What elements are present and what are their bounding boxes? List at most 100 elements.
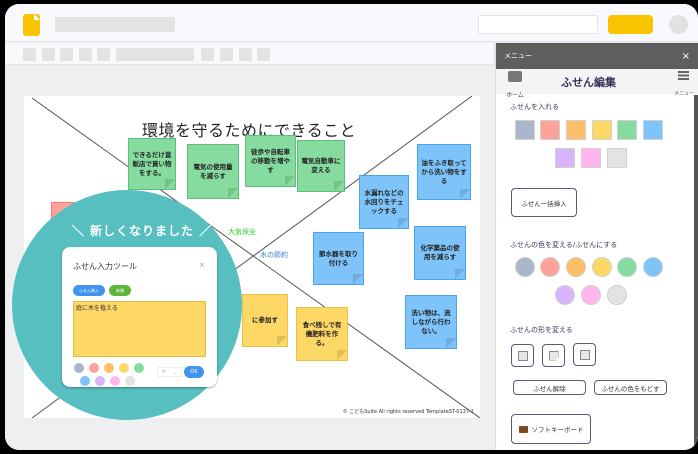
toolbox-icon (508, 71, 522, 82)
sticky-note[interactable]: に参加す (242, 294, 288, 347)
menu-button[interactable]: メニュー (674, 71, 694, 99)
insert-swatch-yellow[interactable] (592, 120, 612, 140)
search-input[interactable] (478, 15, 598, 34)
close-icon[interactable]: × (681, 50, 690, 62)
color-swatch-green[interactable] (617, 257, 637, 277)
toolbar-button[interactable] (60, 48, 73, 61)
color-section-label: ふせんの色を変える/ふせんにする (510, 241, 618, 249)
toolbar-button[interactable] (257, 48, 270, 61)
sticky-note[interactable]: 徒歩や自転車の移動を増やす (245, 135, 296, 187)
sticky-note[interactable]: 電気自動車に変える (297, 140, 345, 192)
insert-note-pill[interactable]: ふせん挿入 (73, 285, 105, 296)
close-icon[interactable]: × (199, 261, 205, 269)
sticky-note[interactable]: 油をふき取ってから洗い物をする (417, 144, 471, 200)
release-note-button[interactable]: ふせん解除 (513, 380, 586, 395)
category-label-air: 大気保全 (228, 228, 256, 236)
color-swatch-yellow[interactable] (592, 257, 612, 277)
insert-section-label: ふせんを入れる (510, 103, 559, 111)
promo-heading: ＼ 新しくなりました ／ (71, 224, 213, 238)
home-label: ホーム (506, 92, 524, 99)
toolbar-button[interactable] (97, 48, 110, 61)
size-select[interactable]: 中 ⌄ (157, 367, 182, 377)
sticky-note[interactable]: 食べ残しで有機肥料を作る。 (296, 307, 348, 361)
title-bar (5, 4, 698, 42)
insert-swatch-green[interactable] (617, 120, 637, 140)
dialog-title: ふせん入力ツール (73, 262, 137, 271)
canvas-area: 環境を守るためにできること できるだけ直販店で買い物をする。 電気の使用量を減ら… (5, 66, 493, 450)
hamburger-icon (678, 71, 690, 80)
color-swatch-purple[interactable] (555, 285, 575, 305)
insert-swatch-white[interactable] (607, 148, 627, 168)
insert-swatch-orange[interactable] (566, 120, 586, 140)
panel-header-title: メニュー (504, 52, 532, 60)
insert-swatch-pink[interactable] (581, 148, 601, 168)
sticky-note[interactable]: 電気の使用量を減らす (187, 144, 239, 199)
shape-section-label: ふせんの形を変える (510, 326, 573, 334)
toolbar-button[interactable] (42, 48, 55, 61)
shape-speech-button[interactable] (573, 343, 596, 366)
dialog-color-gray[interactable] (74, 363, 84, 373)
toolbar-button[interactable] (239, 48, 252, 61)
sticky-input-dialog: ふせん入力ツール × ふせん挿入 新規 庭に木を植える 中 ⌄ OK (62, 247, 217, 387)
sticky-note[interactable]: できるだけ直販店で買い物をする。 (128, 138, 176, 190)
color-swatch-gray[interactable] (515, 257, 535, 277)
toolbar-button[interactable] (201, 48, 214, 61)
category-label-water: 水の節約 (260, 251, 288, 259)
document-title[interactable] (55, 17, 175, 32)
side-panel: メニュー × ホーム ふせん編集 メニュー ふせんを入れる ふせん一括挿入 ふせ… (495, 43, 698, 450)
size-select-value: 中 (161, 369, 166, 374)
shape-square-button[interactable] (511, 344, 534, 367)
color-swatch-white[interactable] (607, 285, 627, 305)
panel-scrollbar[interactable] (694, 95, 698, 450)
toolbar (5, 43, 493, 65)
insert-swatch-gray[interactable] (515, 120, 535, 140)
color-swatch-orange[interactable] (566, 257, 586, 277)
toolbar-button[interactable] (23, 48, 36, 61)
dialog-color-blue[interactable] (80, 376, 90, 386)
sticky-note[interactable]: 洗い物は、流しながら行わない。 (405, 295, 457, 349)
square-shape-icon (517, 350, 528, 361)
dialog-color-red[interactable] (89, 363, 99, 373)
color-swatch-red[interactable] (540, 257, 560, 277)
reset-color-button[interactable]: ふせんの色をもどす (594, 380, 667, 395)
insert-swatch-blue[interactable] (643, 120, 663, 140)
document-icon (23, 14, 40, 36)
toolbar-dropdown[interactable] (116, 48, 194, 61)
color-swatch-blue[interactable] (643, 257, 663, 277)
panel-nav: ホーム ふせん編集 メニュー (496, 69, 698, 99)
speech-shape-icon (579, 349, 590, 360)
dialog-color-white[interactable] (125, 376, 135, 386)
insert-swatch-red[interactable] (540, 120, 560, 140)
dialog-color-green[interactable] (134, 363, 144, 373)
keyboard-icon (518, 425, 528, 433)
share-button[interactable] (608, 15, 653, 34)
panel-header: メニュー × (496, 43, 698, 69)
dialog-color-purple[interactable] (95, 376, 105, 386)
dialog-color-pink[interactable] (110, 376, 120, 386)
new-note-pill[interactable]: 新規 (109, 285, 131, 296)
dialog-color-orange[interactable] (104, 363, 114, 373)
chevron-down-icon: ⌄ (173, 369, 178, 375)
sticky-note[interactable]: 節水器を取り付ける (313, 232, 364, 285)
soft-keyboard-label: ソフトキーボード (531, 426, 584, 434)
toolbar-button[interactable] (79, 48, 92, 61)
menu-label: メニュー (673, 91, 694, 97)
slide-title: 環境を守るためにできること (142, 121, 357, 140)
note-text-input[interactable]: 庭に木を植える (73, 301, 206, 357)
avatar[interactable] (669, 15, 688, 34)
insert-swatch-purple[interactable] (555, 148, 575, 168)
sticky-note[interactable]: 化学薬品の使用を減らす (414, 226, 466, 280)
panel-title: ふせん編集 (561, 76, 616, 89)
copyright-text: © こどもSuite All rights reserved TemplateS… (342, 409, 474, 415)
toolbar-button[interactable] (220, 48, 233, 61)
shape-folded-button[interactable] (542, 344, 565, 367)
soft-keyboard-button[interactable]: ソフトキーボード (511, 414, 591, 444)
dialog-color-yellow[interactable] (119, 363, 129, 373)
sticky-note[interactable]: 水漏れなどの水回りをチェックする (359, 175, 409, 229)
app-window: 環境を守るためにできること できるだけ直販店で買い物をする。 電気の使用量を減ら… (5, 4, 698, 450)
bulk-insert-button[interactable]: ふせん一括挿入 (511, 188, 577, 217)
color-swatch-pink[interactable] (581, 285, 601, 305)
ok-button[interactable]: OK (184, 366, 204, 378)
folded-shape-icon (548, 350, 559, 361)
home-button[interactable]: ホーム (502, 71, 528, 101)
